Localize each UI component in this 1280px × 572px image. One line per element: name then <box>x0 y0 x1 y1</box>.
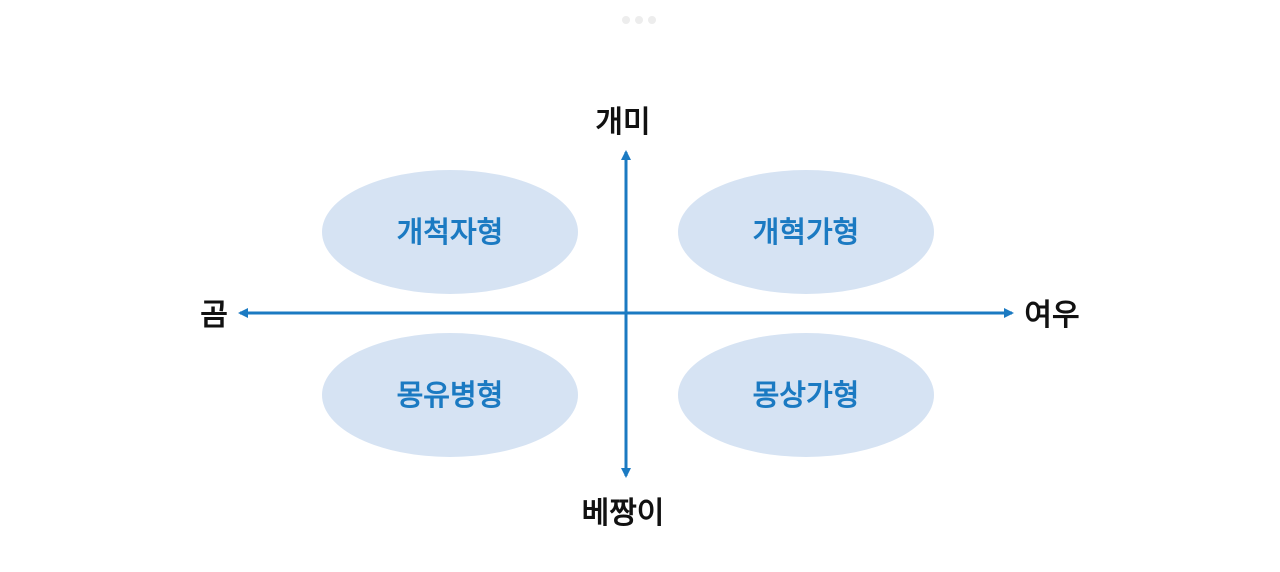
dot <box>622 16 630 24</box>
quadrant-ellipse-top-right <box>678 170 934 294</box>
dot <box>635 16 643 24</box>
window-dots <box>622 16 656 24</box>
quadrant-label-bottom-left: 몽유병형 <box>397 378 504 412</box>
quadrant-label-top-left: 개척자형 <box>397 215 504 249</box>
axis-label-bottom: 베짱이 <box>582 496 665 531</box>
dot <box>648 16 656 24</box>
axis-label-right: 여우 <box>1024 298 1079 333</box>
quadrant-label-bottom-right: 몽상가형 <box>753 378 860 412</box>
quadrant-label-top-right: 개혁가형 <box>753 215 860 249</box>
quadrant-ellipse-bottom-left <box>322 333 578 457</box>
axis-label-left: 곰 <box>200 298 228 333</box>
quadrant-ellipse-bottom-right <box>678 333 934 457</box>
quadrant-ellipse-top-left <box>322 170 578 294</box>
axis-label-top: 개미 <box>595 105 650 140</box>
